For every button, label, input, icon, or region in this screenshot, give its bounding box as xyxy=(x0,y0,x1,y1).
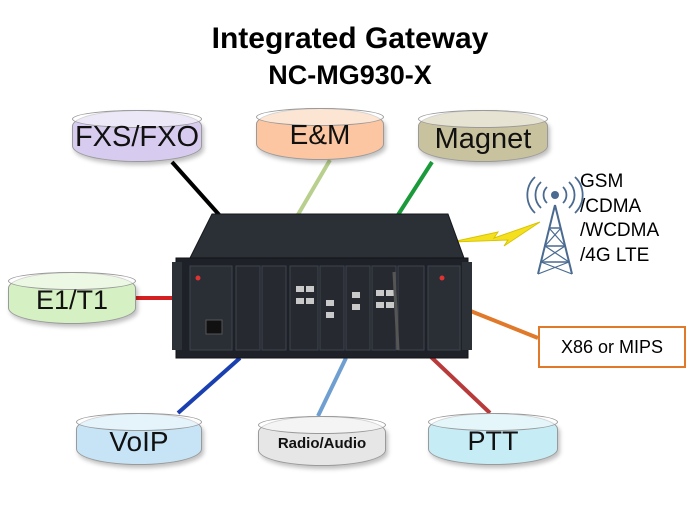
wireless-standards: GSM /CDMA /WCDMA /4G LTE xyxy=(580,170,659,268)
ptt-node: PTT xyxy=(428,413,558,465)
ptt-connector xyxy=(428,354,492,415)
radio-audio-label: Radio/Audio xyxy=(277,435,367,452)
wireless-line-lte: /4G LTE xyxy=(580,244,650,266)
voip-connector xyxy=(176,356,242,415)
magnet-node: Magnet xyxy=(418,110,548,162)
wireless-line-cdma: /CDMA xyxy=(580,195,642,217)
processor-label: X86 or MIPS xyxy=(560,337,664,357)
magnet-connector xyxy=(394,160,434,220)
diagram-title: Integrated Gateway xyxy=(211,22,489,55)
wireless-line-gsm: GSM xyxy=(580,171,624,192)
x86-connector xyxy=(467,308,539,340)
diagram-subtitle: NC-MG930-X xyxy=(268,60,432,90)
em-label: E&M xyxy=(289,119,351,150)
ptt-label: PTT xyxy=(467,426,519,456)
fxs-fxo-node: FXS/FXO xyxy=(72,110,202,162)
fxs-connector xyxy=(170,160,224,220)
e1-t1-label: E1/T1 xyxy=(35,285,109,315)
fxs-fxo-label: FXS/FXO xyxy=(74,121,200,153)
wireless-line-wcdma: /WCDMA xyxy=(580,220,660,241)
em-connector xyxy=(294,158,332,220)
voip-node: VoIP xyxy=(76,413,202,465)
radio-connector xyxy=(316,357,348,417)
magnet-label: Magnet xyxy=(434,123,532,155)
radio-audio-node: Radio/Audio xyxy=(258,416,386,466)
processor-box: X86 or MIPS xyxy=(538,326,686,368)
voip-label: VoIP xyxy=(109,426,169,457)
e1-t1-node: E1/T1 xyxy=(8,272,136,324)
cell-tower-icon xyxy=(526,176,584,275)
lightning-icon xyxy=(451,221,541,247)
em-node: E&M xyxy=(256,108,384,160)
gateway-chassis xyxy=(172,213,472,359)
